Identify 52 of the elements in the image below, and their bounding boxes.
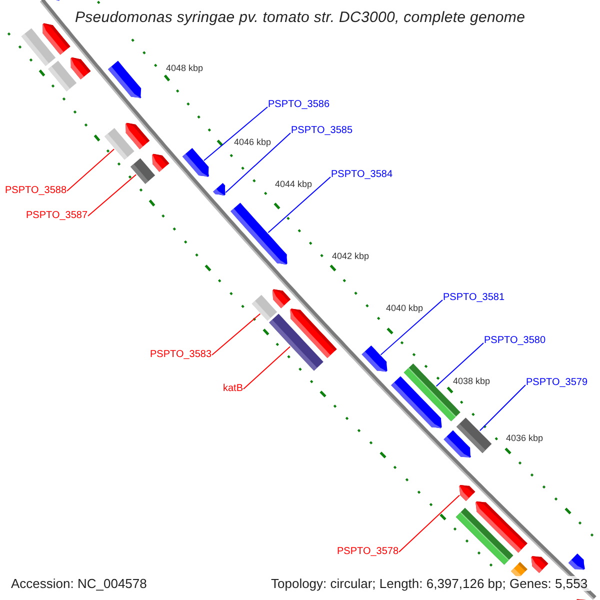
- gene-feature: [108, 60, 142, 98]
- gene-label: PSPTO_3579: [526, 378, 588, 388]
- gene-feature: [152, 154, 170, 172]
- scale-label: 4038 kbp: [453, 376, 490, 386]
- leader-line: [268, 176, 331, 234]
- scale-label: 4042 kbp: [332, 252, 370, 260]
- gene-feature: [230, 202, 288, 265]
- scale-label: 4044 kbp: [275, 180, 312, 188]
- gene-label: PSPTO_3585: [291, 126, 353, 136]
- gene-label: PSPTO_3580: [484, 336, 546, 346]
- gene-bar: [21, 28, 56, 66]
- gene-feature: [568, 554, 585, 570]
- gene-feature: [70, 57, 91, 80]
- gene-bar: [104, 128, 134, 160]
- gene-label: PSPTO_3586: [268, 100, 330, 110]
- gene-feature: [391, 376, 442, 428]
- gene-label: PSPTO_3583: [150, 350, 212, 360]
- gene-feature: [213, 183, 226, 196]
- gene-feature: [444, 430, 471, 458]
- gene-feature: [126, 122, 150, 150]
- leader-line: [436, 342, 484, 387]
- gene-feature: [362, 346, 388, 372]
- leader-line: [479, 384, 526, 432]
- gene-bar: [48, 60, 77, 92]
- leader-line: [66, 148, 115, 192]
- scale-label: 4036 kbp: [506, 434, 544, 442]
- gene-bar: [252, 294, 278, 321]
- gene-bar: [269, 314, 324, 371]
- leader-line: [212, 313, 261, 356]
- gene-bar: [130, 158, 156, 184]
- gene-label: PSPTO_3584: [331, 170, 393, 180]
- genome-stats-text: Topology: circular; Length: 6,397,126 bp; Genes: 5,553: [269, 576, 590, 590]
- gene-label: PSPTO_3588: [5, 186, 67, 196]
- scale-label: 4040 kbp: [386, 304, 424, 312]
- leader-line: [225, 132, 291, 193]
- scale-label: 4048 kbp: [166, 64, 204, 72]
- gene-bar: [456, 508, 514, 565]
- gene-label: PSPTO_3581: [443, 293, 505, 303]
- gene-feature: [531, 556, 548, 573]
- gene-label: PSPTO_3578: [337, 547, 399, 557]
- leader-line: [88, 174, 137, 216]
- leader-line: [398, 494, 460, 552]
- leader-line: [204, 106, 268, 161]
- gene-feature: [182, 148, 209, 177]
- gene-label: katB: [223, 384, 244, 394]
- gene-feature: [459, 485, 476, 501]
- leader-line: [243, 346, 291, 390]
- leader-line: [380, 300, 443, 356]
- gene-feature: [272, 289, 291, 308]
- gene-label: PSPTO_3587: [26, 211, 88, 221]
- scale-label: 4046 kbp: [234, 138, 272, 146]
- accession-text: Accession: NC_004578: [9, 576, 149, 590]
